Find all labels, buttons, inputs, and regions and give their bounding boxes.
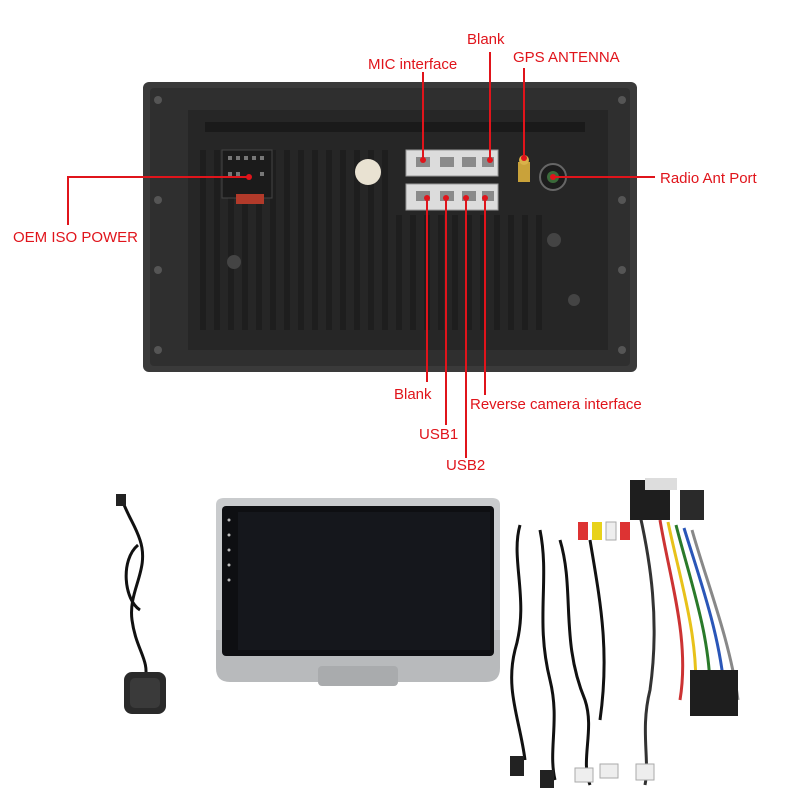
gps-antenna-accessory bbox=[116, 494, 166, 714]
label-radio-ant-port: Radio Ant Port bbox=[660, 170, 757, 187]
head-unit-rear bbox=[143, 82, 637, 372]
label-mic-interface: MIC interface bbox=[368, 56, 458, 73]
label-gps-antenna: GPS ANTENNA bbox=[513, 49, 620, 66]
label-usb1: USB1 bbox=[419, 426, 459, 443]
head-unit-front bbox=[216, 498, 500, 686]
label-blank-bottom: Blank bbox=[394, 386, 432, 403]
harness-connectors bbox=[510, 478, 738, 788]
label-reverse-camera-interface: Reverse camera interface bbox=[470, 396, 642, 413]
cooling-fins bbox=[200, 150, 542, 330]
callout-lines bbox=[67, 52, 655, 458]
label-blank-top: Blank bbox=[467, 31, 505, 48]
label-usb2: USB2 bbox=[446, 457, 486, 474]
label-oem-iso-power: OEM ISO POWER bbox=[13, 229, 139, 246]
wiring-harness bbox=[510, 514, 740, 786]
